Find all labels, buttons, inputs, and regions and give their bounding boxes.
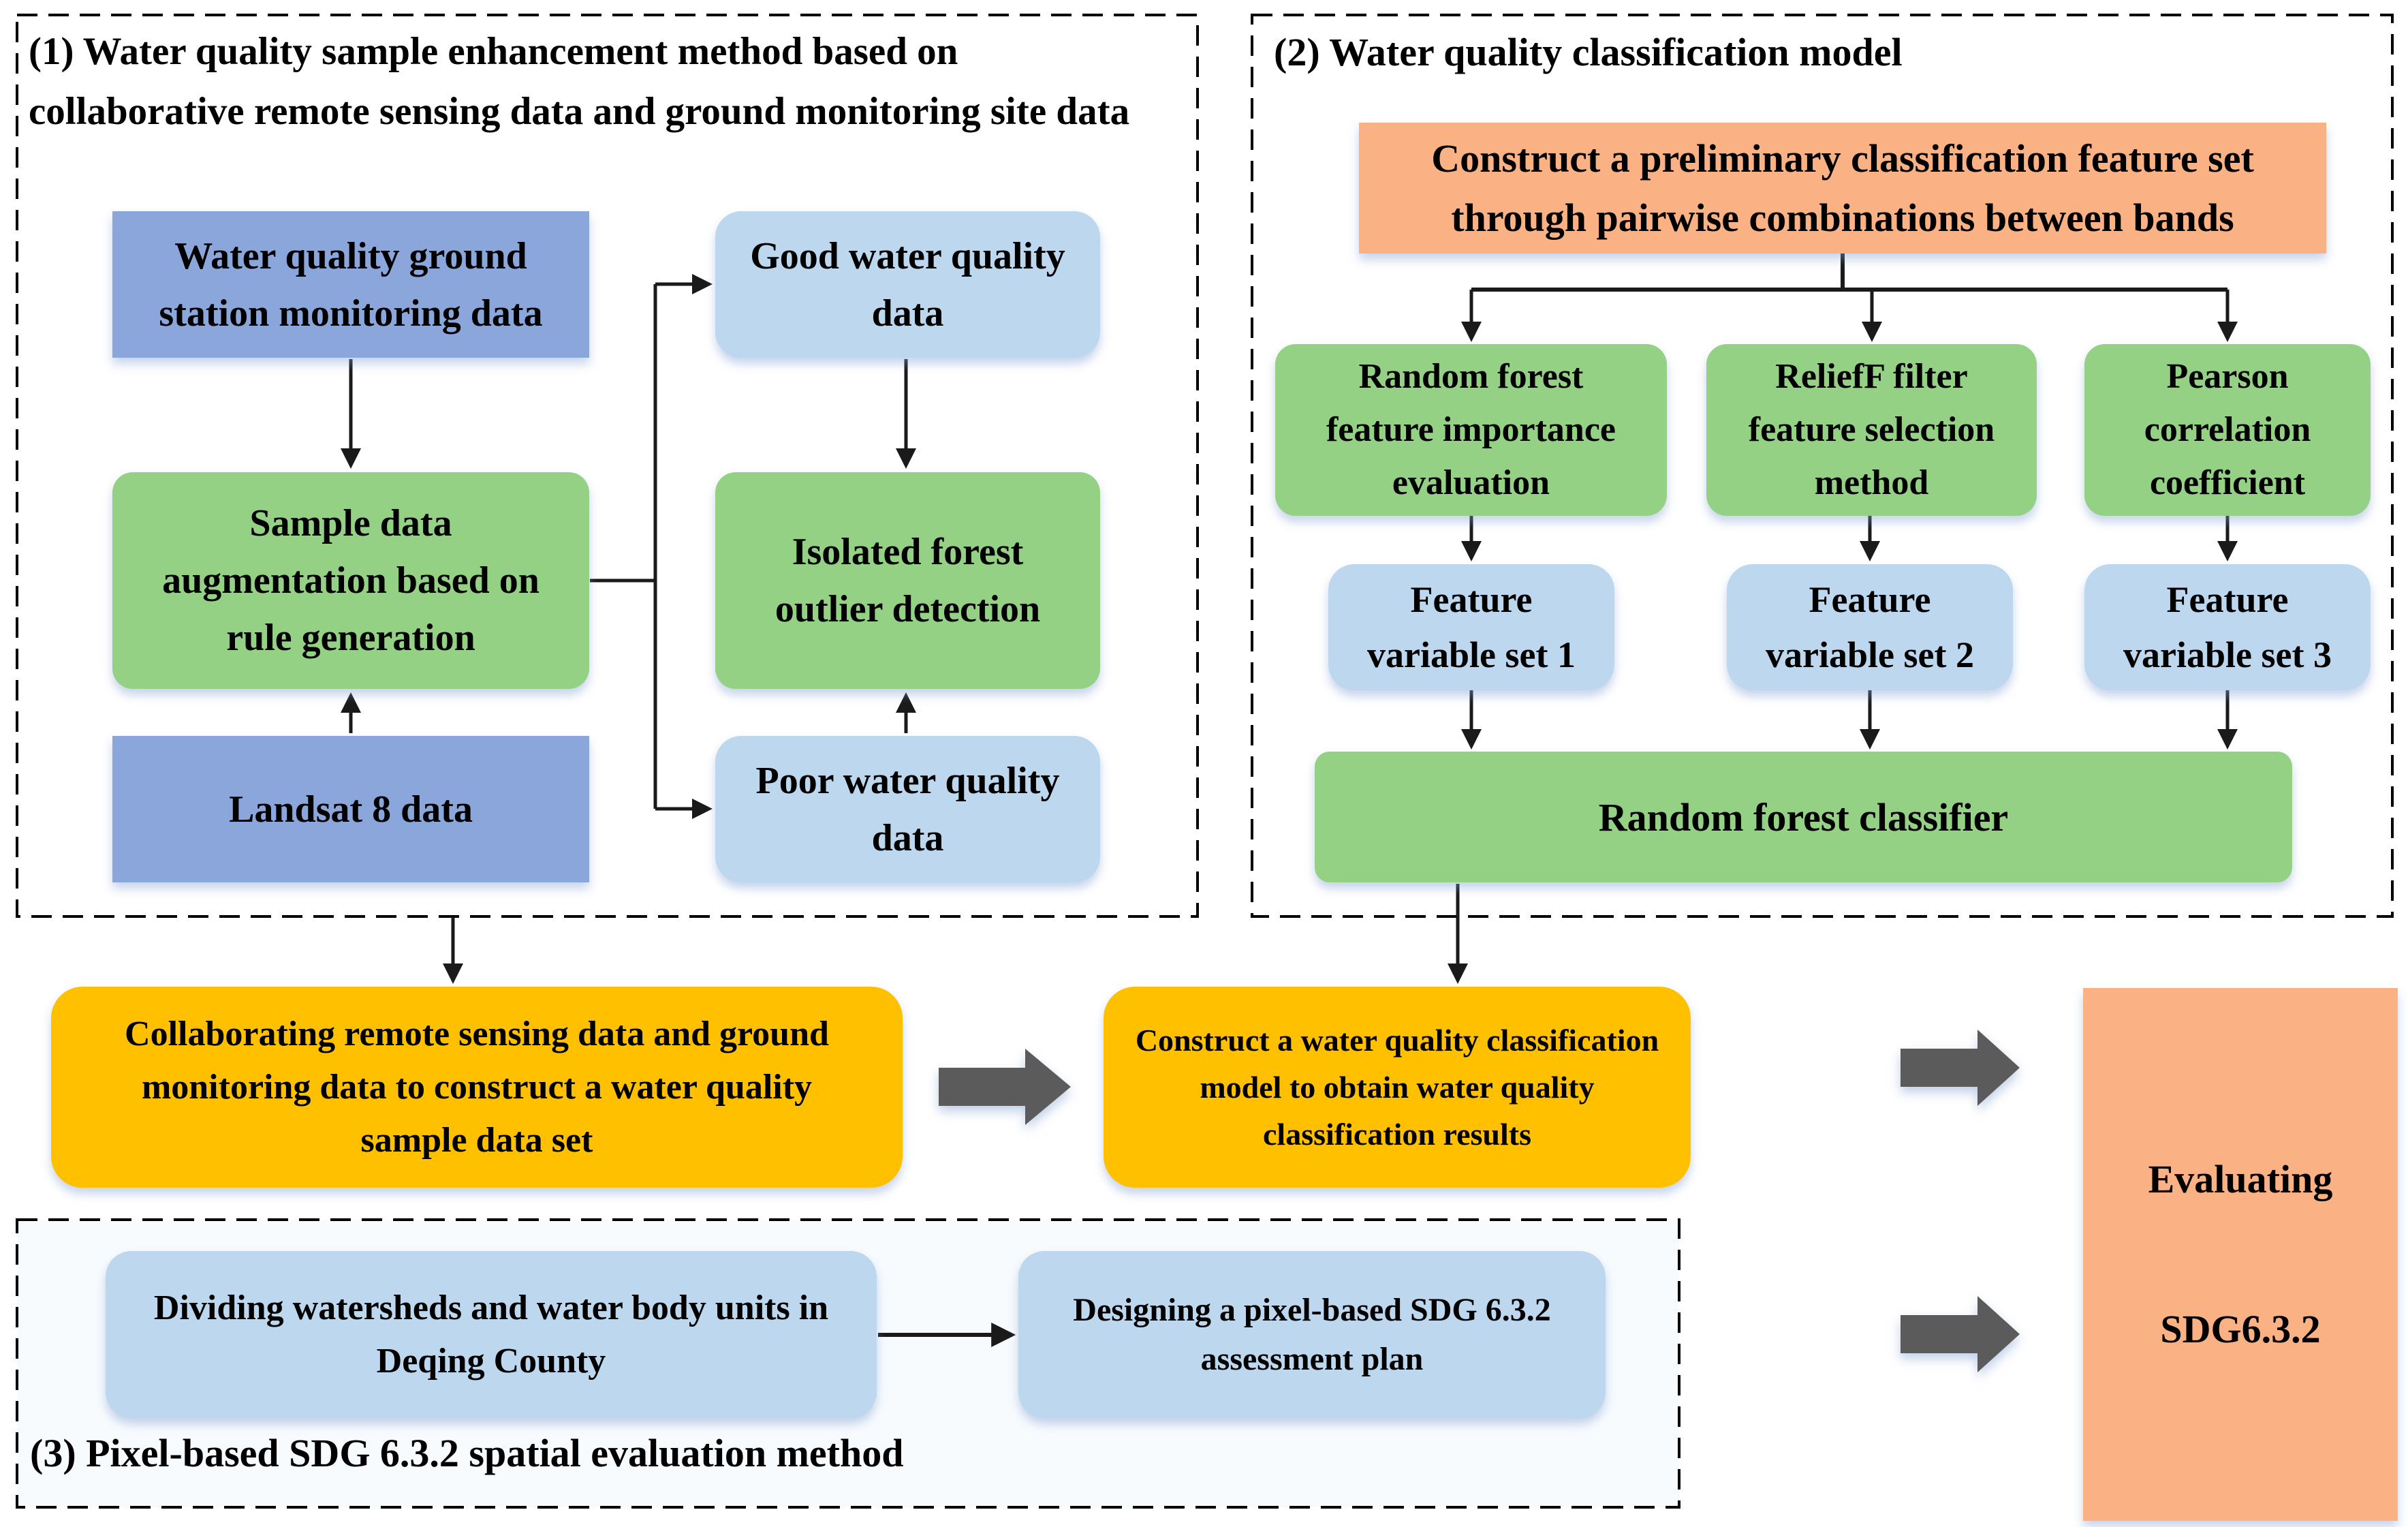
box-collaborating-dataset: Collaborating remote sensing data and gr… bbox=[51, 987, 903, 1188]
box-random-forest-classifier: Random forest classifier bbox=[1315, 752, 2292, 882]
section-1-border bbox=[16, 14, 1199, 918]
section-2-title: (2) Water quality classification model bbox=[1274, 30, 1903, 74]
box-sample-augmentation: Sample data augmentation based on rule g… bbox=[112, 472, 589, 689]
box-feature-variable-set-1: Feature variable set 1 bbox=[1328, 564, 1614, 690]
box-isolated-forest: Isolated forest outlier detection bbox=[715, 472, 1100, 689]
section-2-border bbox=[1251, 14, 2394, 918]
box-relieff-filter: ReliefF filter feature selection method bbox=[1706, 344, 2037, 516]
box-feature-variable-set-3: Feature variable set 3 bbox=[2084, 564, 2371, 690]
box-rf-feature-importance: Random forest feature importance evaluat… bbox=[1275, 344, 1667, 516]
block-arrow-section3-to-evaluating bbox=[1901, 1296, 2020, 1372]
box-dividing-watersheds: Dividing watersheds and water body units… bbox=[106, 1251, 877, 1418]
box-designing-assessment: Designing a pixel-based SDG 6.3.2 assess… bbox=[1018, 1251, 1606, 1418]
section-1-title: (1) Water quality sample enhancement met… bbox=[29, 30, 1130, 134]
box-construct-classification-model: Construct a water quality classification… bbox=[1104, 987, 1691, 1188]
block-arrow-collab-to-construct bbox=[939, 1049, 1071, 1125]
box-preliminary-feature-set: Construct a preliminary classification f… bbox=[1359, 123, 2326, 253]
box-pearson-correlation: Pearson correlation coefficient bbox=[2084, 344, 2371, 516]
box-ground-station-data: Water quality ground station monitoring … bbox=[112, 211, 589, 358]
box-poor-water-quality: Poor water quality data bbox=[715, 736, 1100, 882]
box-good-water-quality: Good water quality data bbox=[715, 211, 1100, 358]
block-arrow-construct-to-evaluating bbox=[1901, 1030, 2020, 1106]
box-evaluating-sdg632: Evaluating SDG6.3.2 bbox=[2083, 988, 2398, 1521]
box-landsat-data: Landsat 8 data bbox=[112, 736, 589, 882]
box-feature-variable-set-2: Feature variable set 2 bbox=[1727, 564, 2013, 690]
section-3-title: (3) Pixel-based SDG 6.3.2 spatial evalua… bbox=[30, 1431, 904, 1475]
